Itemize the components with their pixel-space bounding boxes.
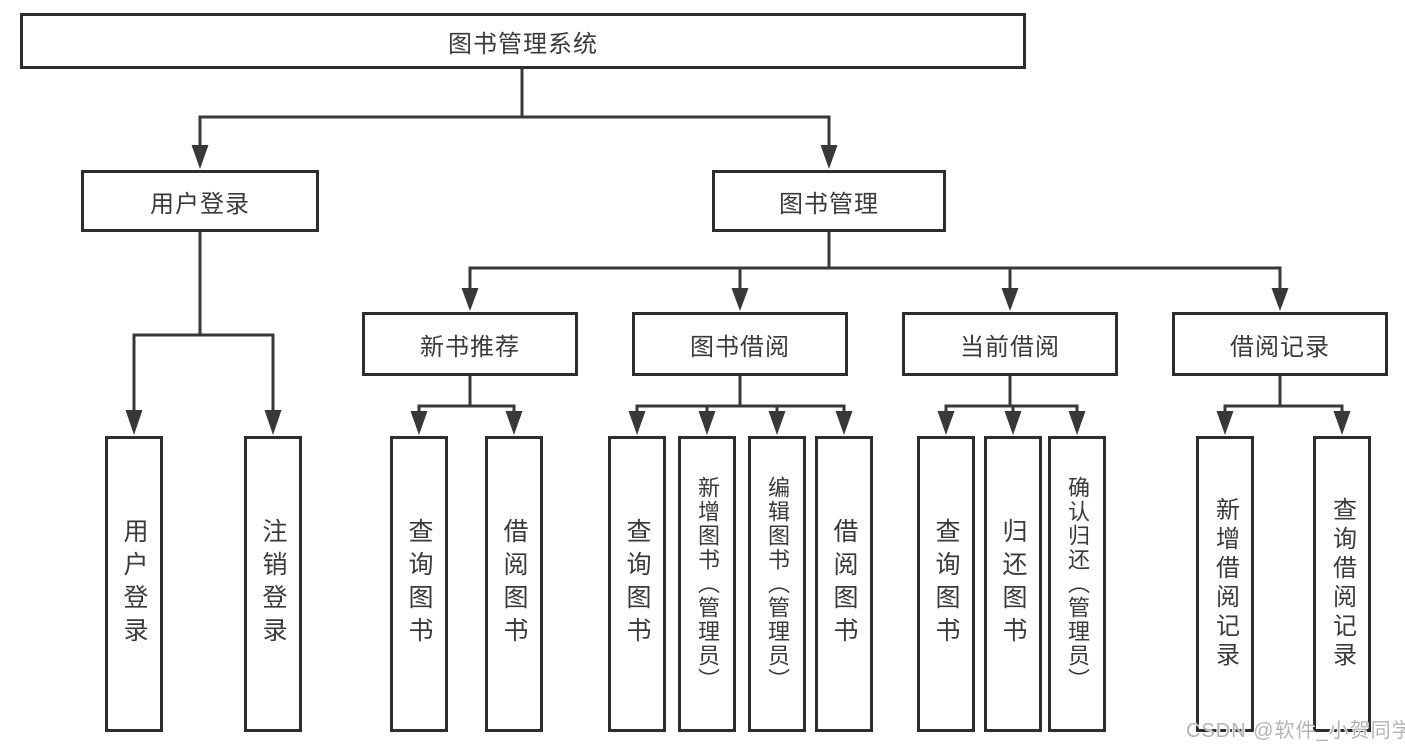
leaf-user-login: 用户登录	[105, 436, 163, 732]
node-book-borrowing: 图书借阅	[632, 312, 848, 376]
leaf-label: 借阅图书	[830, 518, 858, 650]
leaf-recommend-borrow-books: 借阅图书	[485, 436, 543, 732]
leaf-borrow-books: 借阅图书	[815, 436, 873, 732]
connectors	[125, 69, 1351, 435]
leaf-confirm-return-admin: 确认归还（管理员）	[1048, 436, 1106, 732]
leaf-label: 新增图书（管理员）	[695, 476, 720, 692]
node-new-book-recommendation: 新书推荐	[362, 312, 578, 376]
leaf-logout: 注销登录	[244, 436, 302, 732]
node-library-management-system: 图书管理系统	[20, 13, 1026, 69]
node-book-management: 图书管理	[712, 170, 946, 232]
leaf-label: 查询图书	[623, 518, 651, 650]
leaf-add-borrow-record: 新增借阅记录	[1196, 436, 1254, 732]
leaf-label: 注销登录	[259, 518, 287, 650]
leaf-return-books: 归还图书	[984, 436, 1042, 732]
leaf-edit-book-admin: 编辑图书（管理员）	[748, 436, 806, 732]
leaf-label: 借阅图书	[500, 518, 528, 650]
leaf-label: 查询借阅记录	[1328, 497, 1356, 671]
leaf-label: 查询图书	[932, 518, 960, 650]
leaf-add-book-admin: 新增图书（管理员）	[678, 436, 736, 732]
leaf-borrow-query-books: 查询图书	[608, 436, 666, 732]
node-current-borrowing: 当前借阅	[902, 312, 1118, 376]
leaf-label: 编辑图书（管理员）	[765, 476, 790, 692]
leaf-recommend-query-books: 查询图书	[390, 436, 448, 732]
watermark: CSDN @软件_小贺同学	[1186, 720, 1405, 742]
leaf-label: 归还图书	[999, 518, 1027, 650]
node-borrowing-records: 借阅记录	[1172, 312, 1388, 376]
node-user-login: 用户登录	[81, 170, 319, 232]
leaf-current-query-books: 查询图书	[917, 436, 975, 732]
leaf-query-borrow-record: 查询借阅记录	[1313, 436, 1371, 732]
leaf-label: 确认归还（管理员）	[1065, 476, 1090, 692]
leaf-label: 查询图书	[405, 518, 433, 650]
leaf-label: 用户登录	[120, 518, 148, 650]
leaf-label: 新增借阅记录	[1211, 497, 1239, 671]
